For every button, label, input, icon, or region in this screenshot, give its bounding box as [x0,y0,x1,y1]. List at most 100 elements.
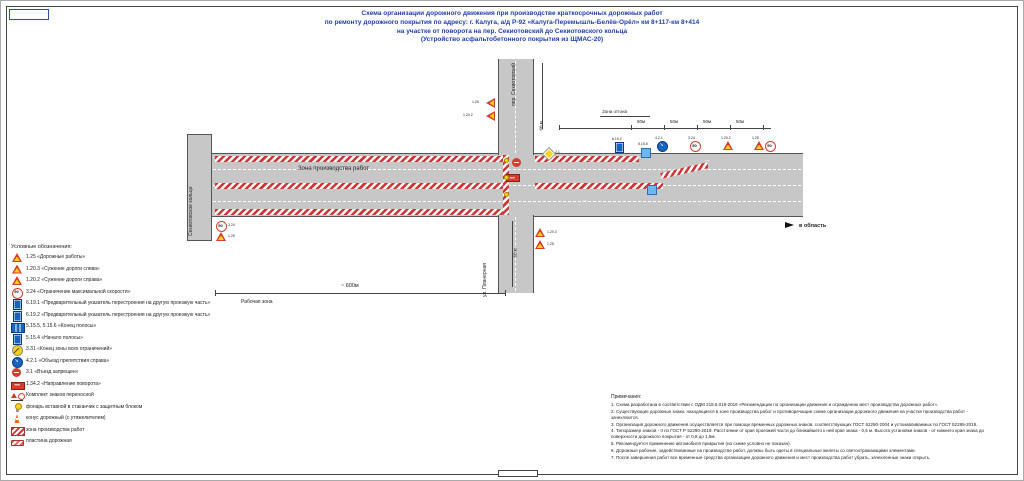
legend-sign-icon [11,403,23,413]
sign-number-label: 1.20.2 [721,135,731,140]
roundabout-bar [187,134,212,241]
dimension-tick [763,125,764,130]
legend-sign-icon-text: 50 [14,289,19,295]
legend-sign-icon [11,391,25,401]
diagram-label: 60 м [538,121,544,131]
legend-item-label: зона производства работ [26,426,85,433]
legend-item-label: конус дорожный (с утяжелителем) [26,415,106,422]
sign-glyph: → [704,157,711,164]
legend-item: 5.15.4 «Начало полосы» [11,333,211,345]
drawing-title-line: по ремонту дорожного покрытия по адресу:… [324,18,700,26]
note-item: 6. Дорожные рабочие, задействованные на … [611,447,916,453]
note-item: 3. Организация дорожного движения осущес… [611,421,978,427]
legend-sign-icon: ««« [11,380,25,390]
sheet-tab [498,470,538,477]
legend-item: Комплект знаков переносной [11,391,211,401]
diagram-label: в область [799,223,827,229]
legend-sign-icon: ↘ [11,356,23,368]
legend-sign-icon [11,345,23,356]
sign-glyph: ««« [509,174,515,180]
legend-item-label: 6.19.1 «Предварительный указатель перест… [26,300,211,307]
diagram-label: 1.25 [472,100,479,104]
sign-circle: 50 [764,141,776,152]
dimension-line [542,63,543,129]
sign-tri [486,110,496,122]
workzone-hatch [215,209,505,215]
intersection-patch [499,153,533,155]
legend-item: 1.20.2 «Сужение дороги справа» [11,276,211,286]
sign-lamp-dot [504,158,509,163]
lane-line [515,61,516,153]
legend-sign-icon [11,265,23,275]
sign-dir-arrow [785,220,797,230]
legend-sign-icon: 50 [11,287,23,299]
sign-number-label: 2.1 [555,150,560,154]
legend-item-label: 1.34.2 «Направление поворота» [26,380,101,387]
legend-item: конус дорожный (с утяжелителем) [11,414,211,424]
sign-2.1: 2.1 [542,148,560,158]
legend-list: 1.25 «Дорожные работы» 1.20.3 «Сужение д… [11,253,211,447]
road-vertical-bottom [498,215,534,293]
taper-bracket [600,116,650,117]
sign-number-label: 1.25 [228,234,235,238]
dimension-line [215,293,506,294]
diagram-label: Зона производства работ [298,166,370,172]
notes-title: Примечания: [611,394,642,400]
diagram-label: Зона отгона [602,109,627,114]
legend-item: зона производства работ [11,426,211,436]
sign-1.25: 1.25 [215,232,235,242]
sign-number-label: 4.2.1 [655,135,663,140]
sign-number-label: 5.15.5 [638,141,648,146]
workzone-hatch [215,156,505,162]
sign-number-label: 1.25 [547,242,554,246]
legend-item-label: пластина дорожная [26,438,72,445]
diagram-label: 50м [736,119,745,124]
legend: Условные обозначения: 1.25 «Дорожные раб… [11,244,211,449]
diagram-label: пер. Секиотовский [511,63,517,106]
sign-glyph: 50 [692,142,697,148]
legend-sign-icon [11,333,23,345]
legend-item: ««« 1.34.2 «Направление поворота» [11,380,211,390]
sign-glyph: → [701,197,708,204]
legend-sign-icon [11,426,25,436]
sign-board: ««« [506,172,520,182]
drawing-title-line: на участке от поворота на пер. Секиотовс… [396,27,628,35]
legend-item-label: 5.15.5, 5.15.6 «Конец полосы» [26,323,97,330]
lane-line [515,217,516,291]
note-item: 2. Существующие дорожные знаки, находящи… [611,408,968,420]
sign-road-arrow: → [581,197,591,205]
dimension-tick [631,125,632,130]
sign-5.15.5: 5.15.5 [638,142,651,158]
legend-item: 5.15.5, 5.15.6 «Конец полосы» [11,322,211,333]
sign-tri [486,97,496,109]
note-item: 7. После завершения работ все временные … [611,454,931,460]
legend-title: Условные обозначения: [11,244,72,250]
dimension-tick [215,290,216,296]
diagram-label: Рабочая зона [241,299,273,305]
legend-item: ↘ 4.2.1 «Объезд препятствия справа» [11,356,211,368]
legend-sign-icon [11,437,24,447]
legend-item: 6.19.2 «Предварительный указатель перест… [11,310,211,322]
legend-item-label: 1.25 «Дорожные работы» [26,254,86,261]
legend-item-label: 3.1 «Въезд запрещен» [26,369,79,376]
diagram-label: 50м [637,119,646,124]
sign-6.19.2: 6.19.2 [612,137,625,153]
legend-item: 3.1 «Въезд запрещен» [11,368,211,378]
sign-road-arrow: → [701,156,711,164]
note-item: 4. Типоразмер знаков - II по ГОСТ Р 5229… [611,428,984,440]
dimension-tick [730,125,731,130]
diagram-label: 1.20.2 [463,113,473,117]
note-item: 1. Схема разработана в соответствии с ОД… [611,402,939,407]
dimension-tick [664,125,665,130]
sign-glyph: → [584,157,591,164]
notes: Примечания: 1. Схема разработана в соотв… [611,394,989,462]
workzone-hatch [535,183,663,189]
sign-glyph: 50 [218,222,223,228]
diagram-label: ул. Планерная [482,263,488,297]
dimension-tick [505,290,506,296]
sign-number-label: 1.25 [752,135,759,140]
